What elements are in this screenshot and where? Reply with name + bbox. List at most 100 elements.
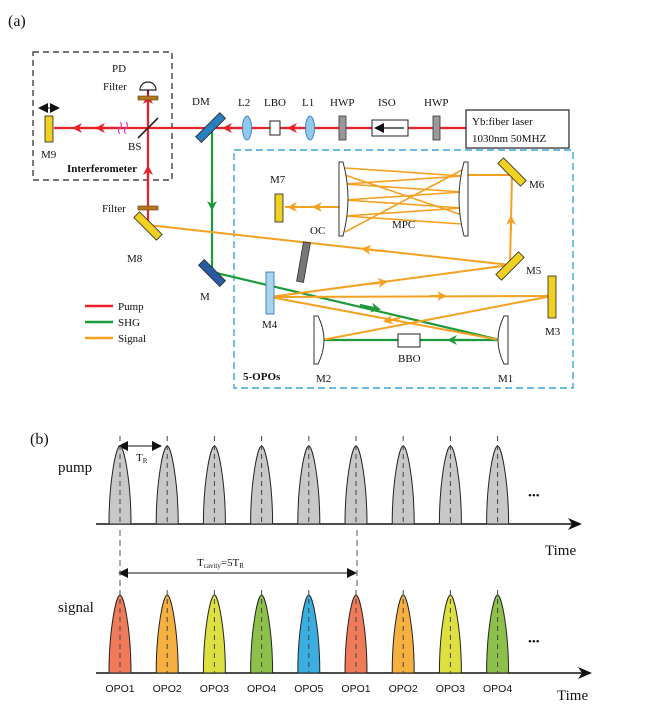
signal-arrow-2 bbox=[361, 244, 381, 255]
opos-box bbox=[233, 149, 574, 389]
mpc-zigzag-3 bbox=[344, 174, 463, 216]
laser-label-line2: 1030nm 50MHZ bbox=[472, 133, 547, 145]
pd-icon bbox=[139, 81, 157, 91]
laser-box bbox=[465, 109, 570, 149]
lbo-label: LBO bbox=[264, 97, 286, 109]
m-label: M bbox=[200, 291, 210, 303]
signal-row-label: signal bbox=[58, 600, 94, 616]
pump-ellipsis: ••• bbox=[528, 490, 540, 502]
mpc-mirror-right bbox=[458, 161, 469, 237]
pump-pulses bbox=[108, 436, 510, 525]
pump-pulse bbox=[108, 436, 132, 525]
m2-mirror bbox=[313, 315, 325, 365]
legend-shg-label: SHG bbox=[118, 317, 140, 329]
l2-label: L2 bbox=[238, 97, 250, 109]
signal-pulse-label: OPO4 bbox=[247, 683, 276, 695]
signal-pulse: OPO2 bbox=[389, 590, 418, 695]
shg-beam-1 bbox=[210, 130, 501, 342]
signal-m2-m3 bbox=[321, 295, 553, 341]
signal-pulse-label: OPO3 bbox=[436, 683, 465, 695]
m8-mirror bbox=[133, 211, 163, 241]
filter-top-label: Filter bbox=[103, 81, 127, 93]
signal-ellipsis: ••• bbox=[528, 636, 540, 648]
hwp-left bbox=[338, 115, 347, 141]
delay-squiggle-icon bbox=[117, 121, 123, 135]
panel-b-label: (b) bbox=[30, 431, 49, 448]
opos-box-label: 5-OPOs bbox=[243, 371, 281, 383]
legend-signal-label: Signal bbox=[118, 333, 146, 345]
bbo-label: BBO bbox=[398, 353, 421, 365]
bbo-crystal bbox=[397, 333, 421, 348]
pump-pulse bbox=[391, 436, 415, 525]
oc-mirror bbox=[296, 241, 311, 283]
l2-lens bbox=[242, 115, 252, 141]
signal-pulses: OPO1 OPO2 OPO3 OPO4 OPO5 OPO1 OPO2 OPO3 OPO4 bbox=[105, 590, 512, 695]
signal-pulse: OPO2 bbox=[153, 590, 182, 695]
pump-pulse bbox=[202, 436, 226, 525]
m8-label: M8 bbox=[127, 253, 143, 265]
pump-row-label: pump bbox=[58, 460, 92, 476]
lbo-crystal bbox=[269, 120, 281, 136]
m5-label: M5 bbox=[526, 265, 542, 277]
signal-m4-m5 bbox=[269, 264, 511, 298]
oc-label: OC bbox=[310, 225, 325, 237]
m7-label: M7 bbox=[270, 174, 286, 186]
signal-pulse-label: OPO1 bbox=[105, 683, 134, 695]
signal-m4-m1 bbox=[269, 296, 501, 341]
l1-lens bbox=[305, 115, 315, 141]
pump-pulse bbox=[155, 436, 179, 525]
legend-pump-label: Pump bbox=[118, 301, 144, 313]
m7-mirror bbox=[274, 193, 284, 223]
pd-label: PD bbox=[112, 63, 126, 75]
signal-time-label: Time bbox=[557, 688, 588, 704]
pump-pulse bbox=[438, 436, 462, 525]
interferometer-label: Interferometer bbox=[67, 163, 137, 175]
m1-mirror bbox=[497, 315, 509, 365]
mpc-mirror-left bbox=[338, 161, 349, 237]
signal-pulse: OPO1 bbox=[105, 590, 135, 695]
mpc-label: MPC bbox=[392, 219, 415, 231]
pump-pulse bbox=[344, 436, 368, 525]
m5-mirror bbox=[495, 251, 525, 281]
signal-arrow-4 bbox=[369, 277, 388, 288]
m4-label: M4 bbox=[262, 319, 278, 331]
signal-pulse-label: OPO3 bbox=[200, 683, 229, 695]
legend: Pump SHG Signal bbox=[85, 301, 146, 345]
m9-mirror bbox=[44, 115, 54, 143]
signal-pulse-label: OPO2 bbox=[389, 683, 418, 695]
mpc-zigzag-2 bbox=[344, 169, 463, 233]
mpc-zigzag bbox=[344, 167, 463, 225]
signal-pulse: OPO1 bbox=[341, 590, 371, 695]
dm-mirror bbox=[195, 112, 227, 144]
pump-pulse bbox=[250, 436, 274, 525]
panel-a-label: (a) bbox=[8, 13, 26, 30]
signal-m5-m8 bbox=[147, 224, 511, 266]
signal-arrow-5 bbox=[383, 314, 401, 325]
tr-label: TR bbox=[136, 452, 148, 465]
signal-pulse-label: OPO1 bbox=[341, 683, 370, 695]
m1-label: M1 bbox=[498, 373, 513, 385]
filter-top bbox=[137, 95, 159, 101]
delay-squiggle-icon-2 bbox=[123, 121, 129, 135]
m4-mirror bbox=[265, 271, 275, 315]
signal-pulse-label: OPO5 bbox=[294, 683, 323, 695]
tcavity-label: Tcavity=5TR bbox=[197, 557, 244, 570]
hwp-right-label: HWP bbox=[424, 97, 448, 109]
hwp-right bbox=[432, 115, 441, 141]
m-mirror bbox=[197, 258, 227, 288]
l1-label: L1 bbox=[302, 97, 314, 109]
signal-pulse-label: OPO2 bbox=[153, 683, 182, 695]
signal-pulse: OPO4 bbox=[483, 590, 512, 695]
pump-pulse bbox=[486, 436, 510, 525]
signal-pulse: OPO4 bbox=[247, 590, 276, 695]
iso-label: ISO bbox=[378, 97, 396, 109]
signal-pulse: OPO5 bbox=[294, 590, 324, 695]
pump-pulse bbox=[297, 436, 321, 525]
laser-label-line1: Yb:fiber laser bbox=[472, 116, 533, 128]
m6-mirror bbox=[497, 157, 527, 187]
signal-pulse-label: OPO4 bbox=[483, 683, 512, 695]
signal-pulse: OPO3 bbox=[436, 590, 465, 695]
m3-mirror bbox=[547, 275, 557, 319]
interferometer-box bbox=[32, 51, 173, 181]
